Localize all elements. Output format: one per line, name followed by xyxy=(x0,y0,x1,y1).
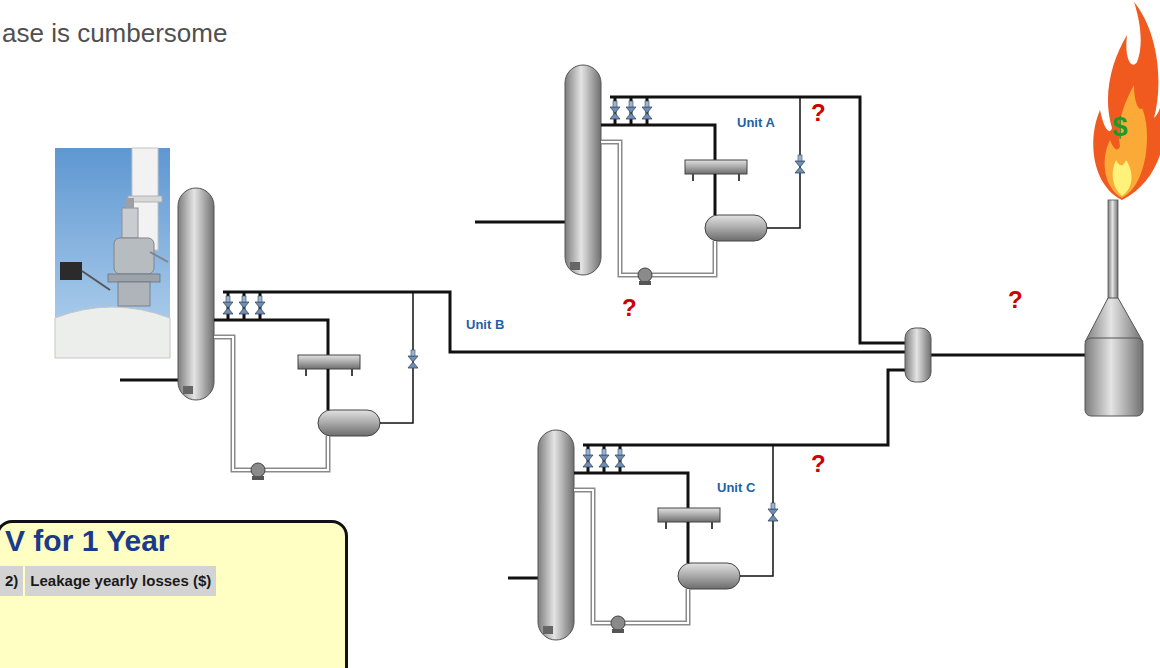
unit-b-equipment xyxy=(214,292,418,480)
unit-label: Unit C xyxy=(717,481,755,494)
table-cell: 2) xyxy=(0,566,23,596)
unit-c-equipment xyxy=(574,445,778,633)
table-cell: Leakage yearly losses ($) xyxy=(25,566,216,596)
flame-symbol: $ xyxy=(1112,110,1128,144)
unknown-mark: ? xyxy=(811,452,826,476)
unknown-mark: ? xyxy=(1008,288,1023,312)
header-vessel xyxy=(905,328,931,382)
flame-shape xyxy=(1082,0,1160,202)
unit-label: Unit B xyxy=(466,318,504,331)
flare-flame: $ xyxy=(1082,0,1160,202)
unit-label: Unit A xyxy=(737,116,775,129)
unknown-mark: ? xyxy=(811,101,826,125)
valve-photo xyxy=(55,148,170,358)
slide-text: ase is cumbersome xyxy=(2,20,227,46)
unit-a-equipment xyxy=(601,97,805,285)
unknown-mark: ? xyxy=(622,296,637,320)
flare-stack xyxy=(1085,200,1143,416)
flare-header xyxy=(223,97,1088,445)
panel-title: V for 1 Year xyxy=(5,523,170,559)
